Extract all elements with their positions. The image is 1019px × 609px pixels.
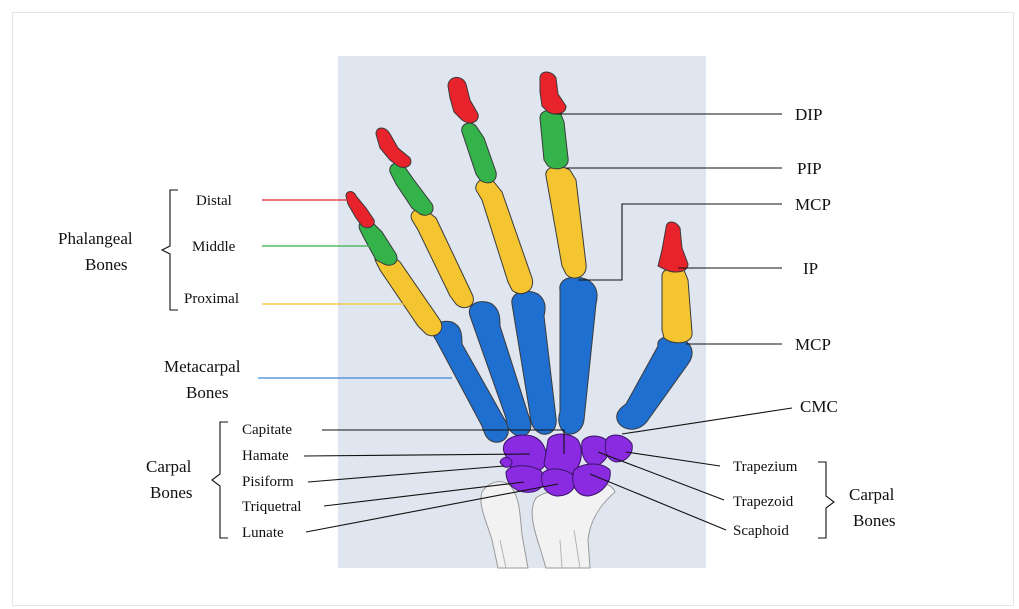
- right-carpal-label-line1: Carpal: [849, 485, 895, 504]
- right-carpal-brace: [818, 462, 834, 538]
- proximal-thumb: [662, 268, 692, 343]
- phalangeal-brace: [162, 190, 178, 310]
- triquetral-label: Triquetral: [242, 499, 301, 515]
- right-carpal-label-line2: Bones: [853, 511, 896, 530]
- phalangeal-label-line2: Bones: [85, 255, 128, 274]
- hamate-label: Hamate: [242, 448, 289, 464]
- proximal-label: Proximal: [184, 291, 239, 307]
- metacarpal-label-line2: Bones: [186, 383, 229, 402]
- mcp-fingers-label: MCP: [795, 195, 831, 214]
- ip-label: IP: [803, 259, 818, 278]
- left-carpal-brace: [212, 422, 228, 538]
- trapezium-label: Trapezium: [733, 459, 798, 475]
- phalangeal-label-line1: Phalangeal: [58, 229, 133, 248]
- dip-label: DIP: [795, 105, 822, 124]
- left-carpal-label-line1: Carpal: [146, 457, 192, 476]
- left-carpal-label-line2: Bones: [150, 483, 193, 502]
- scaphoid-label: Scaphoid: [733, 523, 789, 539]
- cmc-label: CMC: [800, 397, 838, 416]
- lunate: [542, 469, 575, 496]
- distal-label: Distal: [196, 193, 232, 209]
- mcp-thumb-label: MCP: [795, 335, 831, 354]
- middle-label: Middle: [192, 239, 236, 255]
- lunate-label: Lunate: [242, 525, 284, 541]
- trapezoid-label: Trapezoid: [733, 494, 794, 510]
- pisiform-label: Pisiform: [242, 474, 294, 490]
- capitate-label: Capitate: [242, 422, 292, 438]
- pip-label: PIP: [797, 159, 822, 178]
- metacarpal-label-line1: Metacarpal: [164, 357, 241, 376]
